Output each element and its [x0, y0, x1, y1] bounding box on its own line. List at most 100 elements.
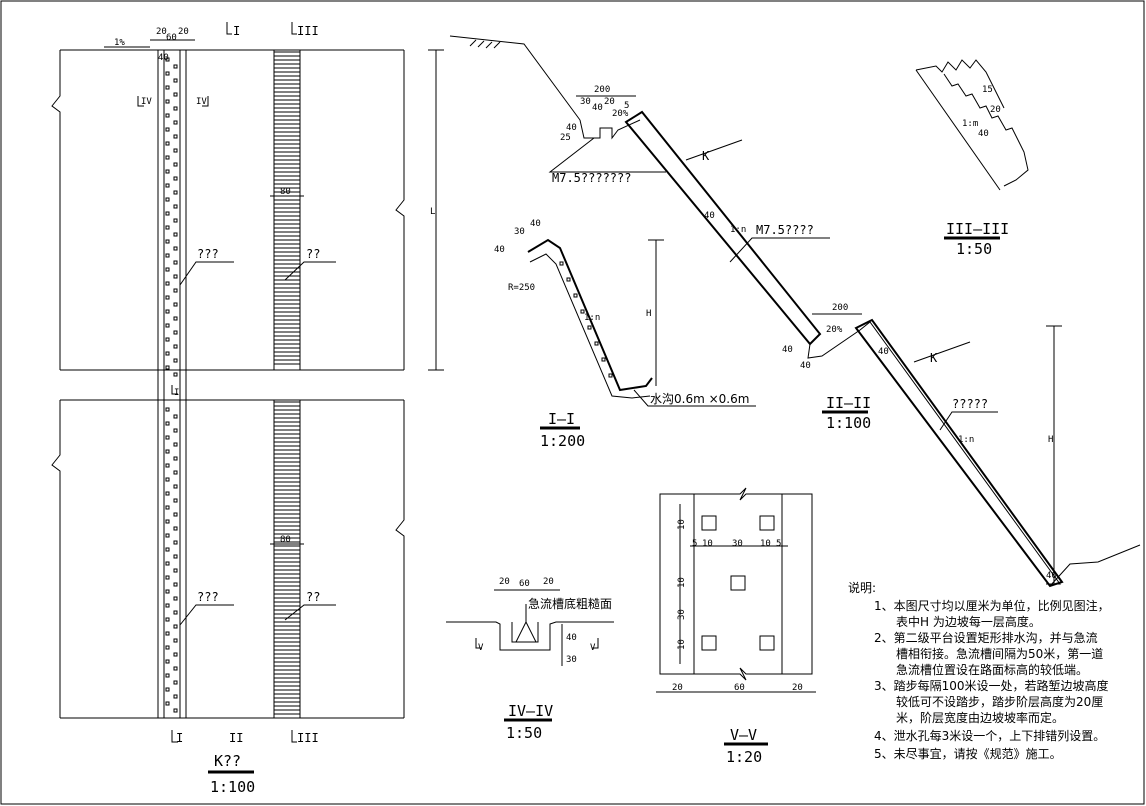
chute-dot	[165, 575, 170, 580]
section-iii-iii: 15 20 40 1:m III—III 1:50	[915, 59, 1029, 258]
section-mark-i-top: I	[233, 24, 240, 38]
section-mark-i-bot-symbol	[171, 730, 178, 743]
ii-scale: 1:100	[826, 414, 871, 432]
iii-slope-line	[915, 69, 1001, 191]
chute-dot	[165, 155, 170, 160]
ii-slope-1n: 1:n	[730, 225, 746, 235]
note-line-5: 急流槽位置设在路面标高的较低端。	[896, 662, 1088, 677]
chute-dot	[165, 631, 170, 636]
iv-dim-20-left: 20	[499, 577, 510, 587]
iv-mark-v-left-symbol	[475, 638, 482, 649]
label-chute-upper: ???	[197, 247, 219, 261]
ii-dim-5: 5	[624, 101, 629, 111]
chute-dot	[165, 225, 170, 230]
note-line-4: 槽相衔接。急流槽间隔为50米，第一道	[896, 646, 1103, 661]
plan-dim-20-left: 20	[156, 27, 167, 37]
i-dim-30: 30	[514, 227, 525, 237]
chute-dot	[173, 610, 178, 615]
chute-dot	[165, 113, 170, 118]
v-drain-hole-5	[759, 635, 775, 651]
ii-note-c: ?????	[952, 397, 988, 411]
chute-channel	[157, 49, 187, 719]
plan-right-edge-lower	[395, 400, 405, 718]
chute-dot	[165, 561, 170, 566]
section-v-v: 10 10 30 10 5 10 30 10 5 20 60 20 V—V 1:…	[656, 487, 816, 766]
chute-dot	[165, 421, 170, 426]
v-dim-left-30: 30	[677, 609, 687, 620]
section-mark-iii-top-symbol	[291, 22, 297, 35]
iii-dim-40: 40	[978, 129, 989, 139]
v-drain-hole-1	[701, 515, 717, 531]
ii-dim-40: 40	[592, 103, 603, 113]
chute-dot	[173, 708, 178, 713]
chute-dot	[165, 519, 170, 524]
ii-mark-k2: K	[930, 351, 938, 365]
chute-dot	[173, 526, 178, 531]
chute-dot	[165, 617, 170, 622]
ii-dim-40-d: 40	[800, 361, 811, 371]
chute-dot	[173, 470, 178, 475]
chute-dot	[173, 498, 178, 503]
iv-inner-channel	[511, 622, 539, 643]
v-dim-left-10-c: 10	[677, 639, 687, 650]
plan-dim-80-lower: 80	[280, 535, 291, 545]
chute-dot	[165, 407, 170, 412]
chute-dot	[165, 309, 170, 314]
v-dim-row-10-b: 10	[760, 539, 771, 549]
chute-dot	[165, 687, 170, 692]
chute-dot	[165, 71, 170, 76]
chute-dot	[173, 260, 178, 265]
chute-dot	[165, 295, 170, 300]
chute-dot	[173, 204, 178, 209]
chute-dot	[165, 505, 170, 510]
iv-roughness-mark	[515, 620, 537, 643]
chute-dot	[165, 323, 170, 328]
i-slope: 1:n	[584, 313, 600, 323]
ii-slope-lower-band	[854, 318, 1064, 588]
section-iv-iv: 20 60 20 急流槽底粗糙面 40 30 V V IV—IV 1:50	[446, 577, 614, 742]
chute-dot	[165, 211, 170, 216]
chute-dot	[173, 442, 178, 447]
chute-dot	[165, 659, 170, 664]
chute-dot	[165, 169, 170, 174]
dim-L: L	[430, 207, 435, 217]
chute-dot	[165, 183, 170, 188]
chute-dot	[173, 190, 178, 195]
ii-ground-top	[449, 35, 581, 121]
ii-note-m75-a: M7.5???????	[552, 171, 631, 185]
notes-block: 说明: 1、本图尺寸均以厘米为单位，比例见图注， 表中H 为边坡每一层高度。 2…	[848, 580, 1110, 761]
stair-band-upper	[273, 49, 301, 371]
chute-dot	[173, 302, 178, 307]
i-dim-H: H	[646, 309, 651, 319]
ii-dim-200: 200	[594, 85, 610, 95]
plan-title: K??	[214, 752, 241, 770]
v-outline	[659, 487, 813, 681]
label-stair-lower: ??	[306, 590, 320, 604]
section-mark-iv-left-symbol	[137, 96, 144, 107]
chute-dot	[173, 554, 178, 559]
chute-dot	[165, 127, 170, 132]
chute-dot	[173, 134, 178, 139]
chute-dot	[173, 162, 178, 167]
plan-view: 20 60 20 1% 40 I III IV IV 80 80 ??? ?? …	[51, 22, 444, 796]
ii-ground-hatch	[469, 39, 501, 49]
chute-dot	[165, 281, 170, 286]
chute-dot	[165, 99, 170, 104]
v-dim-row-5-b: 5	[776, 539, 781, 549]
i-dim-40-a: 40	[530, 219, 541, 229]
note-line-2: 表中H 为边坡每一层高度。	[896, 614, 1041, 629]
chute-dot	[173, 428, 178, 433]
chute-dot	[173, 512, 178, 517]
chute-dot	[165, 645, 170, 650]
chute-dot	[173, 330, 178, 335]
chute-dot	[173, 64, 178, 69]
note-line-8: 米，阶层宽度由边坡坡率而定。	[896, 710, 1064, 725]
chute-dot	[173, 120, 178, 125]
chute-dot	[165, 701, 170, 706]
iii-title: III—III	[946, 220, 1009, 238]
i-chute-dot	[580, 309, 585, 314]
notes-heading: 说明:	[848, 580, 876, 595]
i-ditch-note: 水沟0.6m ×0.6m	[650, 392, 749, 406]
